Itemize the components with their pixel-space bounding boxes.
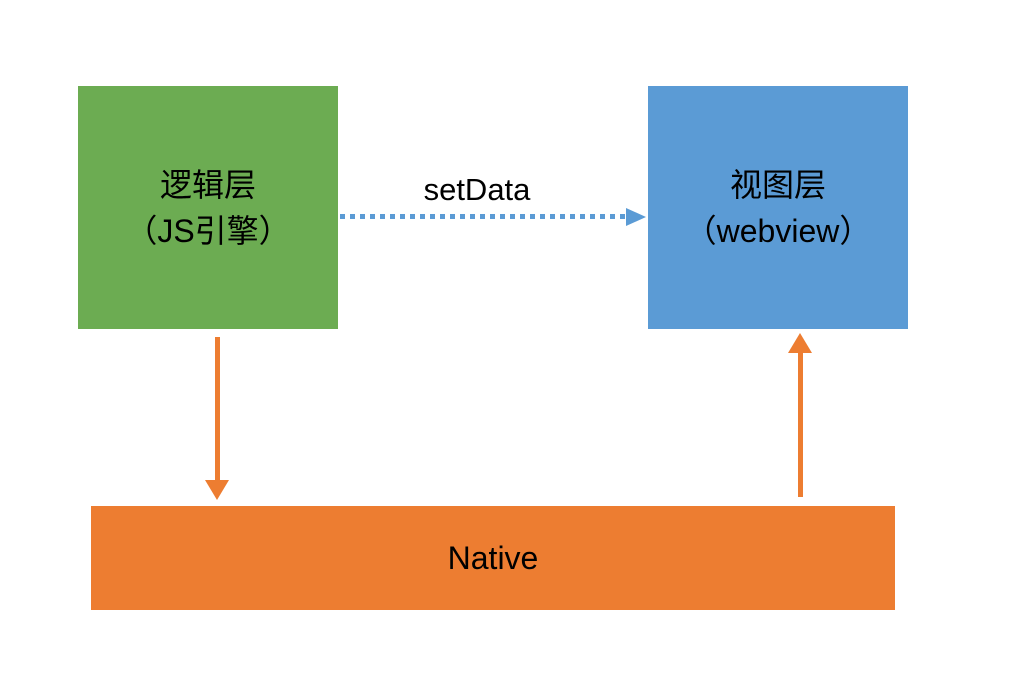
logic-layer-label-line1: 逻辑层	[159, 166, 256, 203]
view-layer-node: 视图层 （webview）	[648, 86, 908, 329]
native-node: Native	[91, 506, 895, 610]
logic-to-native-arrow-line	[215, 337, 220, 482]
setdata-arrow-line	[340, 214, 626, 219]
view-layer-label-line1: 视图层	[729, 166, 826, 203]
setdata-arrowhead-icon	[626, 208, 646, 226]
native-label: Native	[447, 540, 539, 576]
setdata-arrow-label: setData	[423, 172, 531, 207]
logic-layer-label-line2: （JS引擎）	[125, 212, 291, 249]
native-to-view-arrow-line	[798, 352, 803, 497]
native-to-view-arrowhead-icon	[788, 333, 812, 353]
logic-layer-node: 逻辑层 （JS引擎）	[78, 86, 338, 329]
logic-to-native-arrowhead-icon	[205, 480, 229, 500]
view-layer-label-line2: （webview）	[684, 212, 872, 249]
